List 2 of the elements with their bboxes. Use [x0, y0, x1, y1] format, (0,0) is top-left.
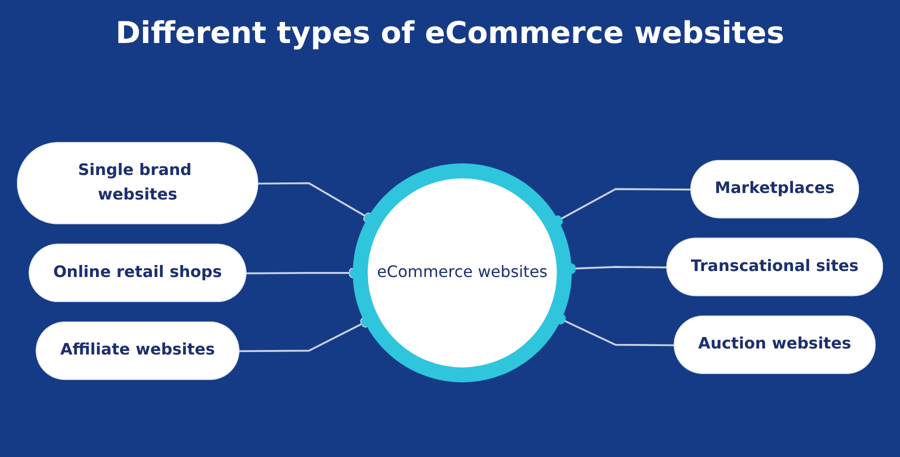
node-circle: eCommerce websites	[352, 163, 572, 382]
title: Different types of eCommerce websites	[114, 16, 786, 51]
